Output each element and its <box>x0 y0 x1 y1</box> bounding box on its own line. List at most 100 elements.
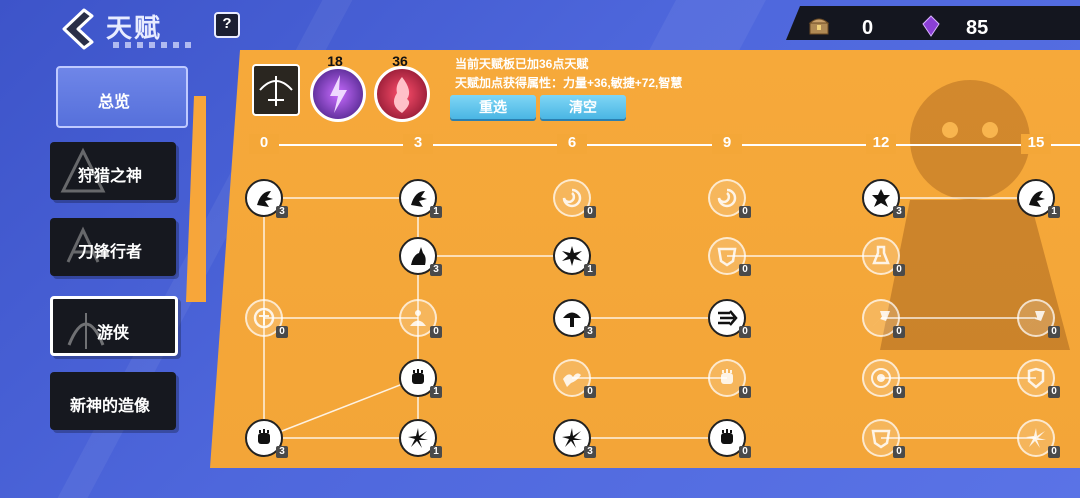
menu-new-god-statue[interactable]: 新神的造像 <box>50 372 176 430</box>
talent-points-info: 当前天赋板已加36点天赋 <box>455 57 589 71</box>
talent-node-level: 3 <box>893 206 905 218</box>
beast-claw-icon <box>411 191 427 207</box>
swirl-icon <box>717 188 737 208</box>
reset-button[interactable]: 重选 <box>450 95 536 119</box>
crossbow-icon <box>259 76 293 106</box>
talent-node-level: 1 <box>430 446 442 458</box>
leaf-burst-icon <box>1026 428 1046 448</box>
menu-overview[interactable]: 总览 <box>56 66 188 128</box>
talent-node[interactable] <box>553 179 591 217</box>
fist-icon <box>721 429 733 444</box>
potion-icon <box>872 245 890 265</box>
chevron-left-icon <box>62 8 94 50</box>
class-icon <box>252 64 300 116</box>
talent-node-level: 0 <box>1048 326 1060 338</box>
menu-label: 总览 <box>98 94 131 111</box>
skill-orb-2-value: 36 <box>392 53 408 69</box>
talent-node[interactable] <box>862 419 900 457</box>
talent-node-level: 0 <box>893 264 905 276</box>
flame-icon <box>393 77 410 113</box>
currency-value-crystal: 85 <box>966 17 989 39</box>
tier-label: 0 <box>249 134 279 154</box>
ranger-emblem-icon <box>67 313 105 349</box>
talent-node[interactable] <box>708 419 746 457</box>
talent-node-level: 1 <box>1048 206 1060 218</box>
tier-label: 6 <box>557 134 587 154</box>
strike-icon <box>873 311 890 326</box>
talent-attributes-info: 天赋加点获得属性：力量+36,敏捷+72,智慧 <box>455 76 683 90</box>
treasure-chest-icon <box>808 18 830 35</box>
menu-ranger[interactable]: 游侠 <box>50 296 178 356</box>
talent-node-level: 3 <box>584 326 596 338</box>
talent-node-level: 0 <box>1048 386 1060 398</box>
fist-icon <box>412 369 424 384</box>
page-title: 天赋 <box>106 13 163 43</box>
crest-icon <box>717 247 737 267</box>
bird-icon <box>563 373 581 387</box>
talent-node-level: 3 <box>276 206 288 218</box>
lightning-icon <box>330 75 347 113</box>
talent-node-level: 0 <box>893 386 905 398</box>
talent-node-level: 1 <box>584 264 596 276</box>
strike-icon <box>1028 311 1045 326</box>
crest-icon <box>871 429 891 449</box>
menu-label: 狩猎之神 <box>78 168 143 185</box>
tier-label: 3 <box>403 134 433 154</box>
talent-link <box>263 377 419 439</box>
talent-board-panel <box>210 50 1080 468</box>
talent-node-level: 1 <box>430 206 442 218</box>
mushroom-icon <box>563 312 581 327</box>
menu-hunting-god[interactable]: 狩猎之神 <box>50 142 176 200</box>
talent-node-level: 0 <box>893 446 905 458</box>
shield-icon <box>253 307 275 329</box>
currency-value-chest: 0 <box>862 17 874 39</box>
talent-node-level: 1 <box>430 386 442 398</box>
talent-node-level: 0 <box>739 326 751 338</box>
talent-node-level: 0 <box>893 326 905 338</box>
tier-label: 9 <box>712 134 742 154</box>
target-icon <box>871 368 891 388</box>
armor-icon <box>1027 367 1045 389</box>
talent-node-level: 0 <box>739 206 751 218</box>
leaf-burst-icon <box>562 428 582 448</box>
clear-button[interactable]: 清空 <box>540 95 626 119</box>
currency-bar: 0 85 <box>786 6 1080 40</box>
menu-label: 刀锋行者 <box>78 244 143 261</box>
menu-label: 游侠 <box>97 325 130 342</box>
totem-icon <box>872 189 890 207</box>
talent-node-level: 3 <box>430 264 442 276</box>
hunter-emblem-icon <box>60 147 106 193</box>
talent-node-level: 0 <box>739 264 751 276</box>
beast-claw-icon <box>1029 191 1045 207</box>
tier-label: 15 <box>1021 134 1051 154</box>
skill-orb-2[interactable] <box>374 66 430 122</box>
menu-label: 新神的造像 <box>70 398 151 415</box>
talent-node-level: 0 <box>739 446 751 458</box>
menu-blade-walker[interactable]: 刀锋行者 <box>50 218 176 276</box>
title-decoration <box>113 42 193 48</box>
tier-label: 12 <box>866 134 896 154</box>
beast-claw-icon <box>257 191 273 207</box>
meditate-icon <box>410 310 426 326</box>
talent-node-level: 0 <box>430 326 442 338</box>
talent-node[interactable] <box>708 359 746 397</box>
swirl-icon <box>562 188 582 208</box>
purple-crystal-icon <box>922 15 940 37</box>
skill-orb-1[interactable] <box>310 66 366 122</box>
help-button[interactable]: ? <box>214 12 240 38</box>
talent-node-level: 0 <box>1048 446 1060 458</box>
dash-icon <box>718 310 738 326</box>
talent-node-level: 0 <box>276 326 288 338</box>
talent-node-level: 0 <box>584 386 596 398</box>
fist-icon <box>258 429 270 444</box>
talent-node-level: 3 <box>276 446 288 458</box>
talent-node-level: 0 <box>584 206 596 218</box>
talent-node-level: 3 <box>584 446 596 458</box>
talent-node-level: 0 <box>739 386 751 398</box>
fist-icon <box>721 369 733 384</box>
tier-axis-line <box>262 144 1080 146</box>
skill-orb-1-value: 18 <box>327 53 343 69</box>
wolf-howl-icon <box>411 247 426 265</box>
back-button[interactable] <box>56 6 98 52</box>
